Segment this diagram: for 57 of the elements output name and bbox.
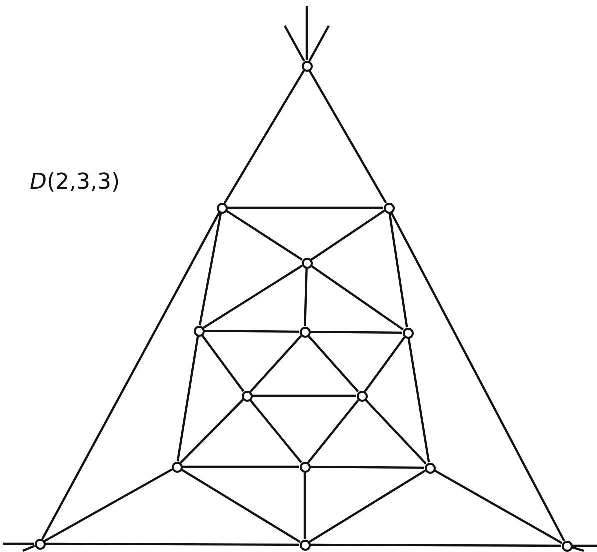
graph-edge <box>46 542 300 546</box>
graph-edge <box>309 470 426 544</box>
graph-edge <box>308 335 360 393</box>
graph-edge <box>176 336 200 462</box>
vertex-circle <box>302 258 312 268</box>
graph-edge <box>201 334 245 392</box>
graph-edge <box>42 212 220 540</box>
graph-edge <box>364 336 406 392</box>
vertex-circle <box>300 462 310 472</box>
vertex-circle <box>34 538 46 550</box>
graph-edge <box>308 25 330 62</box>
vertex-circle <box>242 390 252 402</box>
graph-edge <box>310 544 562 548</box>
vertex-circle <box>172 462 182 472</box>
vertex-circle <box>300 326 310 338</box>
graph-edge <box>250 335 302 393</box>
graph-edge <box>572 544 597 548</box>
graph-edge <box>252 394 356 398</box>
graph-edge <box>306 6 308 60</box>
graph-edge <box>203 265 303 329</box>
graph-edge <box>310 330 403 334</box>
graph-edge <box>310 265 404 331</box>
vertex-circle <box>384 202 394 214</box>
graph-edge <box>434 470 563 544</box>
graph-edge <box>180 399 244 464</box>
graph-edge <box>182 466 300 468</box>
vertex-circle <box>194 326 204 336</box>
graph-edge <box>388 213 408 328</box>
graph-edge <box>22 545 36 552</box>
graph-edge <box>284 25 306 62</box>
vertex-circle <box>562 540 572 552</box>
vertex-circle <box>424 462 436 474</box>
graph-edge <box>364 399 428 465</box>
vertex-circle <box>356 390 368 402</box>
vertex-circle <box>216 202 228 214</box>
graph-edge <box>228 206 384 210</box>
graph-edge <box>181 468 301 544</box>
graph-edge <box>390 212 566 542</box>
graph-edge <box>226 210 303 261</box>
graph-edge <box>408 338 430 463</box>
graph-edge <box>198 213 222 326</box>
graph-edge <box>304 268 308 327</box>
vertex-circle <box>402 328 414 338</box>
graph-edge <box>3 542 34 546</box>
vertex-circle <box>302 60 312 72</box>
vertex-circle <box>300 540 310 550</box>
graph-edge <box>308 70 388 204</box>
graph-edge <box>572 546 584 552</box>
graph-edge <box>250 400 302 464</box>
graph-edge <box>224 70 306 204</box>
graph-edge <box>310 466 424 470</box>
graph-edge <box>310 210 386 261</box>
graph-edge <box>204 330 300 334</box>
graph-label: D(2,3,3) <box>30 170 120 195</box>
graph-edge <box>44 468 173 542</box>
graph-edge <box>304 472 306 540</box>
graph-edge <box>308 400 360 464</box>
